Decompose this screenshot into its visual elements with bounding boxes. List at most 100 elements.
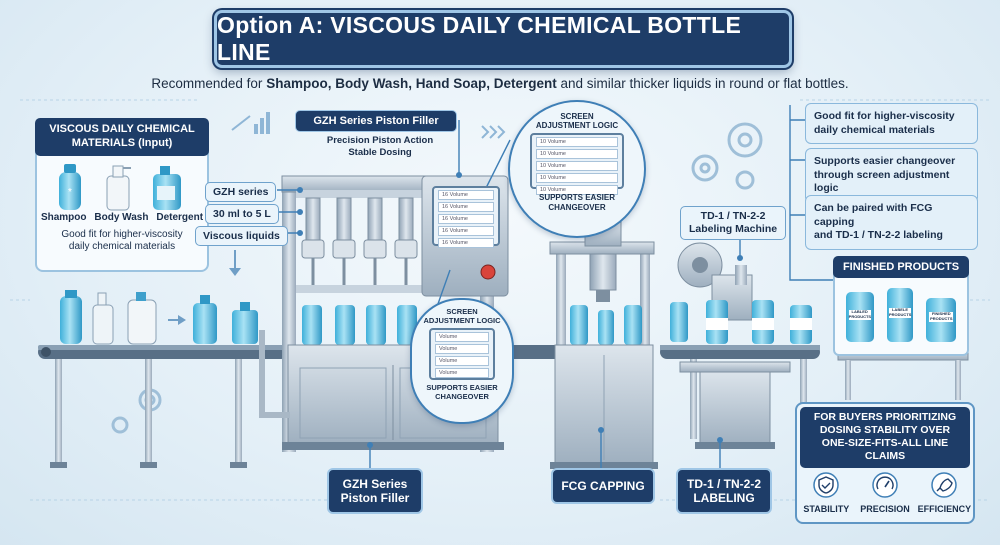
bottom-labeling-line2: LABELING xyxy=(693,491,755,505)
svg-text:*: * xyxy=(68,187,72,198)
input-item-label: Shampoo xyxy=(40,211,87,223)
precision-label: PRECISION xyxy=(860,503,910,514)
filler-header-label: GZH Series Piston Filler xyxy=(295,110,457,132)
input-description: Good fit for higher-viscosity daily chem… xyxy=(37,229,207,254)
right-note-changeover: Supports easier changeover through scree… xyxy=(805,148,978,203)
right-note-viscosity: Good fit for higher-viscosity daily chem… xyxy=(805,103,978,145)
spec-label-series: GZH series xyxy=(205,182,277,202)
screen-callout-top: SCREEN ADJUSTMENT LOGIC 10 Volume 10 Vol… xyxy=(508,100,646,238)
gauge-icon xyxy=(872,471,898,498)
page-title: Option A: VISCOUS DAILY CHEMICAL BOTTLE … xyxy=(214,10,792,68)
callout-title-line1: SCREEN xyxy=(560,112,594,121)
screen-callout-top-title: SCREEN ADJUSTMENT LOGIC xyxy=(510,112,644,130)
chevron-decor xyxy=(231,112,506,139)
capping-machine xyxy=(549,221,658,469)
input-header-line1: VISCOUS DAILY CHEMICAL xyxy=(49,123,195,135)
input-panel-header: VISCOUS DAILY CHEMICAL MATERIALS (Input) xyxy=(35,118,209,156)
subtitle-suffix: and similar thicker liquids in round or … xyxy=(556,76,849,91)
labeling-label-line2: Labeling Machine xyxy=(689,223,778,236)
input-materials-panel: VISCOUS DAILY CHEMICAL MATERIALS (Input)… xyxy=(35,118,209,272)
callout-footer-line1: SUPPORTS EASIER xyxy=(538,193,615,203)
stability-label: STABILITY xyxy=(803,503,850,514)
input-bottles xyxy=(60,290,258,345)
note-line2: and TD-1 / TN-2-2 labeling xyxy=(814,229,943,242)
callout-title-line1: SCREEN xyxy=(446,307,478,316)
input-item-labels: Shampoo Body Wash Detergent xyxy=(37,212,207,223)
bottom-label-filler: GZH Series Piston Filler xyxy=(327,468,423,514)
screen-row: Volume xyxy=(435,332,489,343)
screen-row: 16 Volume xyxy=(438,238,494,248)
labeling-machine-label: TD-1 / TN-2-2 Labeling Machine xyxy=(680,206,787,241)
filler-feature-2: Stable Dosing xyxy=(348,147,412,159)
screen-callout-bottom-title: SCREEN ADJUSTMENT LOGIC xyxy=(412,307,512,325)
bottom-labeling-line1: TD-1 / TN-2-2 xyxy=(686,476,761,491)
note-line1: Supports easier changeover xyxy=(814,155,956,167)
finished-bottles: LABLED PRODUCTS LABELE PRODUCTS FINISHED… xyxy=(835,278,967,342)
screen-row: Volume xyxy=(435,356,489,367)
callout-title-line2: ADJUSTMENT LOGIC xyxy=(423,315,501,325)
conveyor-belt xyxy=(38,345,820,468)
stability-item: STABILITY xyxy=(800,471,852,514)
screen-callout-bottom-footer: SUPPORTS EASIER CHANGEOVER xyxy=(412,384,512,401)
bottle-label: LABELE PRODUCTS xyxy=(888,307,912,318)
input-header-line2: MATERIALS (Input) xyxy=(71,136,173,149)
subtitle: Recommended for Shampoo, Body Wash, Hand… xyxy=(0,76,1000,91)
filler-features: Precision Piston Action Stable Dosing xyxy=(300,135,460,160)
finished-products-panel: FINISHED PRODUCTS LABLED PRODUCTS LABELE… xyxy=(833,256,969,356)
input-bottle-icons: * xyxy=(59,163,181,210)
note-line2: through screen adjustment logic xyxy=(814,168,950,195)
screen-row: 16 Volume xyxy=(438,226,494,236)
finished-bottle-1: LABLED PRODUCTS xyxy=(845,292,874,342)
buyers-panel-header: FOR BUYERS PRIORITIZING DOSING STABILITY… xyxy=(800,407,970,468)
spec-label-volume-range: 30 ml to 5 L xyxy=(205,204,279,224)
labeling-machine xyxy=(670,242,812,449)
rocket-icon xyxy=(930,471,957,498)
screen-row: 10 Volume xyxy=(536,137,618,148)
callout-screen: Volume Volume Volume Volume xyxy=(429,328,495,381)
filler-feature-1: Precision Piston Action xyxy=(326,135,434,146)
input-description-line2: daily chemical materials xyxy=(68,241,176,252)
callout-footer-line2: CHANGEOVER xyxy=(435,391,489,401)
machine-touch-screen: 16 Volume 16 Volume 16 Volume 16 Volume … xyxy=(432,186,500,248)
buyers-line2: DOSING STABILITY OVER xyxy=(819,424,951,437)
finished-bottle-3: FINISHED PRODUCTS xyxy=(926,298,957,342)
callout-footer-line2: CHANGEOVER xyxy=(548,202,606,212)
input-item-label: Body Wash xyxy=(94,211,149,223)
note-line1: Good fit for higher-viscosity xyxy=(814,110,955,122)
screen-row: 16 Volume xyxy=(438,214,494,224)
screen-row: Volume xyxy=(435,368,489,379)
efficiency-item: EFFICIENCY xyxy=(917,471,972,514)
detergent-bottle-icon xyxy=(153,165,181,210)
bottle-label: FINISHED PRODUCTS xyxy=(929,311,954,322)
subtitle-highlight: Shampoo, Body Wash, Hand Soap, Detergent xyxy=(266,76,557,91)
bottom-label-capping: FCG CAPPING xyxy=(551,468,655,504)
note-line1: Can be paired with FCG capping xyxy=(814,202,933,228)
note-line2: daily chemical materials xyxy=(814,123,935,136)
body-wash-bottle-icon xyxy=(106,165,131,210)
flow-arrows xyxy=(168,250,241,325)
input-description-line1: Good fit for higher-viscosity xyxy=(61,228,183,240)
callout-title-line2: ADJUSTMENT LOGIC xyxy=(535,121,619,131)
screen-row: 10 Volume xyxy=(536,185,618,196)
bottom-filler-line1: GZH Series xyxy=(342,476,408,491)
screen-callout-top-footer: SUPPORTS EASIER CHANGEOVER xyxy=(510,193,644,211)
screen-row: 10 Volume xyxy=(536,149,618,160)
efficiency-label: EFFICIENCY xyxy=(917,503,972,514)
screen-row: 10 Volume xyxy=(536,173,618,184)
screen-callout-bottom: SCREEN ADJUSTMENT LOGIC Volume Volume Vo… xyxy=(410,298,514,424)
precision-item: PRECISION xyxy=(859,471,911,514)
finished-product-table xyxy=(837,349,969,400)
screen-row: 16 Volume xyxy=(438,190,494,200)
screen-row: Volume xyxy=(435,344,489,355)
screen-row: 10 Volume xyxy=(536,161,618,172)
spec-label-viscous: Viscous liquids xyxy=(195,226,288,246)
buyers-icons: STABILITY PRECISION EFFICIENCY xyxy=(797,471,973,514)
shield-check-icon xyxy=(813,471,840,498)
shampoo-bottle-icon: * xyxy=(59,163,81,210)
bottom-label-labeling: TD-1 / TN-2-2 LABELING xyxy=(676,468,772,514)
bottle-label: LABLED PRODUCTS xyxy=(848,309,872,320)
buyers-line1: FOR BUYERS PRIORITIZING xyxy=(813,411,957,423)
finished-bottle-2: LABELE PRODUCTS xyxy=(886,288,913,342)
finished-products-header: FINISHED PRODUCTS xyxy=(833,256,969,278)
